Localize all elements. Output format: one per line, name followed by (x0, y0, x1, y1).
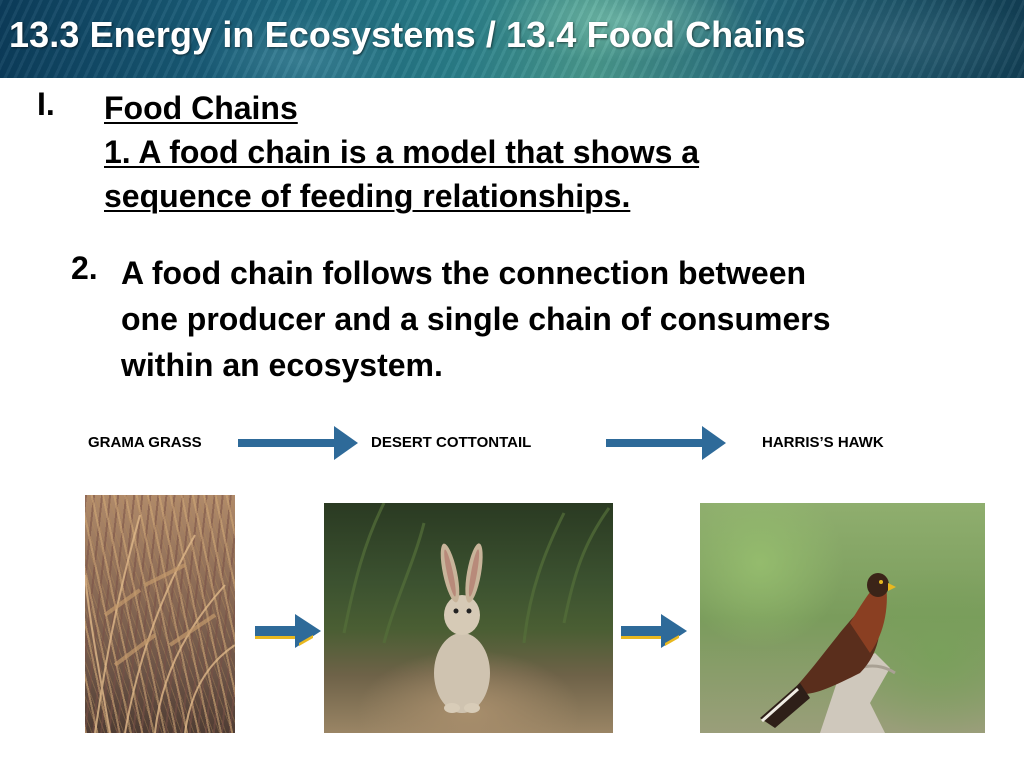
harris-hawk-photo (700, 503, 985, 733)
grama-grass-photo (85, 495, 235, 733)
desert-cottontail-photo (324, 503, 613, 733)
label-desert-cottontail: DESERT COTTONTAIL (371, 434, 532, 451)
label-harris-hawk: HARRIS’S HAWK (762, 434, 884, 451)
point-2-line-3: within an ecosystem. (121, 347, 443, 383)
point-1-line-1: 1. A food chain is a model that shows a (104, 134, 700, 170)
point-2-number: 2. (71, 250, 98, 286)
section-block: Food Chains 1. A food chain is a model t… (104, 86, 864, 218)
arrow-right-icon (238, 426, 358, 460)
arrow-right-icon (606, 426, 726, 460)
outline-roman-numeral: I. (37, 86, 55, 122)
label-grama-grass: GRAMA GRASS (88, 434, 202, 451)
point-1-line-2: sequence of feeding relationships. (104, 178, 631, 214)
section-title: Food Chains (104, 90, 298, 126)
arrow-right-icon (621, 614, 687, 648)
point-2-line-1: A food chain follows the connection betw… (121, 255, 807, 291)
slide-header: 13.3 Energy in Ecosystems / 13.4 Food Ch… (0, 0, 1024, 78)
arrow-right-icon (255, 614, 321, 648)
slide-title: 13.3 Energy in Ecosystems / 13.4 Food Ch… (9, 14, 806, 55)
point-2-line-2: one producer and a single chain of consu… (121, 301, 831, 337)
point-2-text: A food chain follows the connection betw… (121, 250, 1021, 388)
